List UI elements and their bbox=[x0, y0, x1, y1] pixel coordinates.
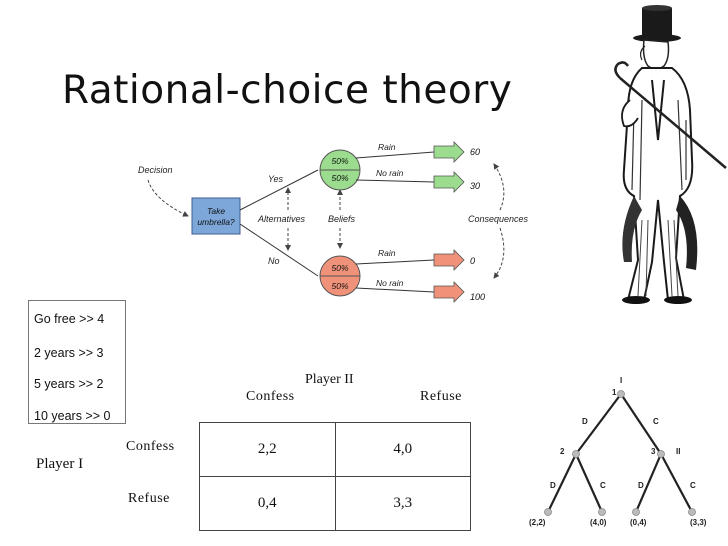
payoff-line-4: 10 years >> 0 bbox=[34, 409, 111, 423]
outcome-label: (0,4) bbox=[630, 518, 647, 527]
box-label-line1: Take bbox=[207, 206, 225, 216]
row-player-label: Player I bbox=[36, 456, 84, 472]
matrix-cell: 2,2 bbox=[199, 422, 336, 477]
rl-label: D bbox=[638, 481, 644, 490]
payoff-list: Go free >> 4 2 years >> 3 5 years >> 2 1… bbox=[28, 300, 126, 424]
column-player-label: Player II bbox=[305, 372, 354, 387]
column-confess-label: Confess bbox=[246, 389, 295, 404]
yes-top-prob: 50% bbox=[331, 156, 348, 166]
root-number: 1 bbox=[612, 388, 617, 397]
payoff-matrix: 2,2 4,0 0,4 3,3 bbox=[199, 422, 471, 531]
payoff-line-3: 5 years >> 2 bbox=[34, 377, 104, 391]
outcome-arrow-4 bbox=[433, 281, 465, 303]
right-node bbox=[657, 450, 665, 458]
alternatives-label: Alternatives bbox=[257, 214, 306, 224]
yes-no-rain-label: No rain bbox=[376, 168, 404, 178]
terminal-node bbox=[688, 508, 696, 516]
row-refuse-label: Refuse bbox=[128, 491, 170, 506]
outcome-label: (2,2) bbox=[529, 518, 546, 527]
payoff-line-2: 2 years >> 3 bbox=[34, 346, 104, 360]
right-number: 3 bbox=[651, 447, 656, 456]
root-player-label: I bbox=[620, 376, 622, 385]
outcome-label: (4,0) bbox=[590, 518, 607, 527]
consequences-label: Consequences bbox=[468, 214, 529, 224]
take-umbrella-box bbox=[191, 197, 241, 235]
matrix-cell: 4,0 bbox=[334, 422, 471, 477]
right-player-label: II bbox=[676, 447, 680, 456]
column-refuse-label: Refuse bbox=[420, 389, 462, 404]
outcome-arrow-2 bbox=[433, 171, 465, 193]
payoff-line-1: Go free >> 4 bbox=[34, 312, 105, 326]
outcome-arrow-1 bbox=[433, 141, 465, 163]
no-no-rain-label: No rain bbox=[376, 278, 404, 288]
game-tree-diagram: I 1 D C 2 3 II D C D C (2,2) (4,0) (0,4)… bbox=[529, 376, 707, 527]
box-label-line2: umbrella? bbox=[197, 217, 235, 227]
yes-rain-label: Rain bbox=[378, 142, 396, 152]
slide-title: Rational-choice theory bbox=[62, 68, 513, 113]
outcome-value-1: 60 bbox=[470, 147, 480, 157]
beliefs-label: Beliefs bbox=[328, 214, 356, 224]
yes-label: Yes bbox=[268, 174, 284, 184]
outcome-value-2: 30 bbox=[470, 181, 480, 191]
top-d-label: D bbox=[582, 417, 588, 426]
matrix-cell: 3,3 bbox=[334, 476, 471, 531]
decision-label: Decision bbox=[138, 165, 173, 175]
outcome-label: (3,3) bbox=[690, 518, 707, 527]
umbrella-decision-diagram: Decision Take umbrella? Yes No Alternati… bbox=[138, 141, 529, 303]
no-rain-label: Rain bbox=[378, 248, 396, 258]
outcome-value-3: 0 bbox=[470, 256, 475, 266]
terminal-node bbox=[598, 508, 606, 516]
row-confess-label: Confess bbox=[126, 439, 175, 454]
outcome-value-4: 100 bbox=[470, 292, 485, 302]
terminal-node bbox=[544, 508, 552, 516]
ll-label: D bbox=[550, 481, 556, 490]
yes-bottom-prob: 50% bbox=[331, 173, 348, 183]
lr-label: C bbox=[600, 481, 606, 490]
outcome-arrow-3 bbox=[433, 249, 465, 271]
left-number: 2 bbox=[560, 447, 565, 456]
root-node bbox=[617, 390, 625, 398]
top-c-label: C bbox=[653, 417, 659, 426]
no-bottom-prob: 50% bbox=[331, 281, 348, 291]
gentleman-illustration bbox=[614, 5, 727, 304]
terminal-node bbox=[632, 508, 640, 516]
matrix-cell: 0,4 bbox=[199, 476, 336, 531]
no-top-prob: 50% bbox=[331, 263, 348, 273]
left-node bbox=[572, 450, 580, 458]
no-label: No bbox=[268, 256, 280, 266]
rr-label: C bbox=[690, 481, 696, 490]
